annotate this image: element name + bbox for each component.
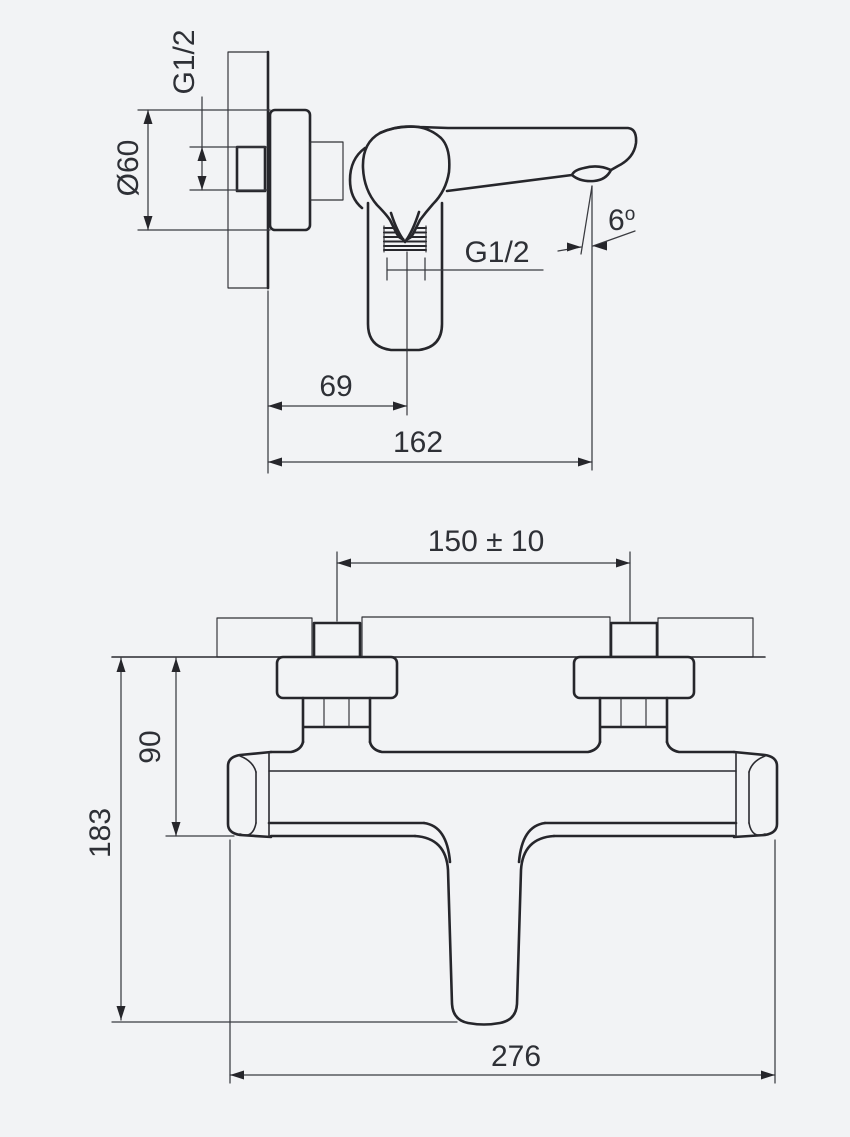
front-view: 150 ± 10 90 183 276 bbox=[84, 525, 779, 1084]
cap-outline bbox=[732, 750, 779, 839]
wall-plate bbox=[227, 50, 270, 290]
center-wall-bar bbox=[361, 616, 611, 658]
arrow-up-icon bbox=[171, 658, 181, 672]
body-top-edge bbox=[269, 740, 736, 754]
mixer-body bbox=[226, 740, 779, 1026]
arrow-tail bbox=[592, 230, 636, 247]
right-escutcheon bbox=[572, 655, 696, 700]
right-inlet-square bbox=[609, 621, 659, 659]
front-spout bbox=[413, 821, 556, 1026]
dimension-label-69: 69 bbox=[319, 370, 352, 403]
right-end-cap bbox=[732, 750, 779, 839]
dim-escutcheon-diameter: Ø60 bbox=[112, 109, 271, 231]
dimension-label-dia60: Ø60 bbox=[112, 140, 145, 197]
arrow-left-icon bbox=[268, 401, 282, 411]
arrow-down-icon bbox=[197, 176, 207, 190]
neck-gap bbox=[398, 219, 412, 241]
spout-underside bbox=[445, 165, 613, 193]
arrow-right-icon bbox=[578, 457, 592, 467]
wall-band bbox=[111, 616, 766, 659]
wall-plate-outline bbox=[227, 51, 269, 289]
dimension-label-276: 276 bbox=[491, 1040, 541, 1073]
dimension-label-angle: 6o bbox=[608, 204, 635, 237]
side-view: Ø60 G1/2 G1/2 6o bbox=[112, 29, 638, 474]
right-connection-nut bbox=[598, 696, 669, 744]
dimension-label-162: 162 bbox=[393, 426, 443, 459]
left-end-cap bbox=[226, 750, 273, 839]
arrow-right-icon bbox=[616, 558, 630, 568]
inlet-stub bbox=[235, 145, 267, 193]
arrow-right-icon bbox=[761, 1070, 775, 1080]
escutcheon bbox=[268, 108, 312, 232]
arrow-down-icon bbox=[116, 1006, 126, 1020]
neck-curves bbox=[389, 210, 421, 244]
right-wall-flange bbox=[657, 617, 754, 658]
dimension-label-150: 150 ± 10 bbox=[428, 525, 545, 558]
nut-outline bbox=[301, 696, 372, 744]
left-inlet-square bbox=[312, 621, 362, 659]
lever-handle-ball bbox=[361, 125, 451, 241]
arrow-right-icon bbox=[393, 401, 407, 411]
cap-chamfers bbox=[239, 755, 257, 836]
shower-outlet-cylinder bbox=[366, 201, 444, 352]
dim-wall-to-body: 90 bbox=[134, 657, 235, 837]
arrow-down-icon bbox=[143, 216, 153, 230]
union-nut bbox=[309, 141, 344, 201]
aerator bbox=[570, 168, 613, 183]
dim-spout-reach: 162 bbox=[267, 426, 593, 467]
spout-outer-outline bbox=[413, 834, 556, 1026]
arrow-left-icon bbox=[337, 558, 351, 568]
cap-outline bbox=[226, 750, 273, 839]
arrow-up-icon bbox=[116, 658, 126, 672]
spout-inner-fillets bbox=[422, 821, 547, 864]
left-escutcheon bbox=[275, 655, 399, 700]
arrow-up-icon bbox=[197, 147, 207, 161]
arrow-left-icon bbox=[593, 241, 607, 251]
dim-inlet-thread: G1/2 bbox=[168, 29, 268, 191]
dim-wall-to-spout-tip: 183 bbox=[84, 657, 458, 1023]
dim-inlet-spacing: 150 ± 10 bbox=[336, 525, 631, 622]
cap-chamfers bbox=[748, 755, 766, 836]
spout-top-outline bbox=[378, 125, 638, 172]
arrow-right-icon bbox=[567, 242, 581, 252]
dimension-label-183: 183 bbox=[84, 808, 117, 858]
left-connection-nut bbox=[301, 696, 372, 744]
arrow-down-icon bbox=[171, 822, 181, 836]
arrow-left-icon bbox=[268, 457, 282, 467]
dimension-label-inlet-thread: G1/2 bbox=[168, 29, 201, 94]
arrow-left-icon bbox=[230, 1070, 244, 1080]
nut-facets bbox=[323, 697, 350, 728]
cartridge-ring bbox=[348, 146, 367, 210]
cap-face-lines bbox=[255, 751, 270, 838]
spout-arm bbox=[378, 125, 638, 193]
dim-outlet-thread: G1/2 bbox=[386, 236, 544, 281]
dimension-label-outlet-thread: G1/2 bbox=[464, 236, 529, 269]
cap-face-lines bbox=[735, 751, 750, 838]
dim-spout-angle: 6o bbox=[557, 185, 636, 471]
dimension-label-90: 90 bbox=[134, 730, 167, 763]
left-wall-flange bbox=[216, 617, 313, 658]
nut-facets bbox=[620, 697, 647, 728]
dim-outlet-offset: 69 bbox=[267, 290, 408, 474]
dim-overall-width: 276 bbox=[229, 839, 776, 1084]
nut-outline bbox=[598, 696, 669, 744]
angled-reference-line bbox=[580, 185, 593, 255]
arrow-up-icon bbox=[143, 110, 153, 124]
